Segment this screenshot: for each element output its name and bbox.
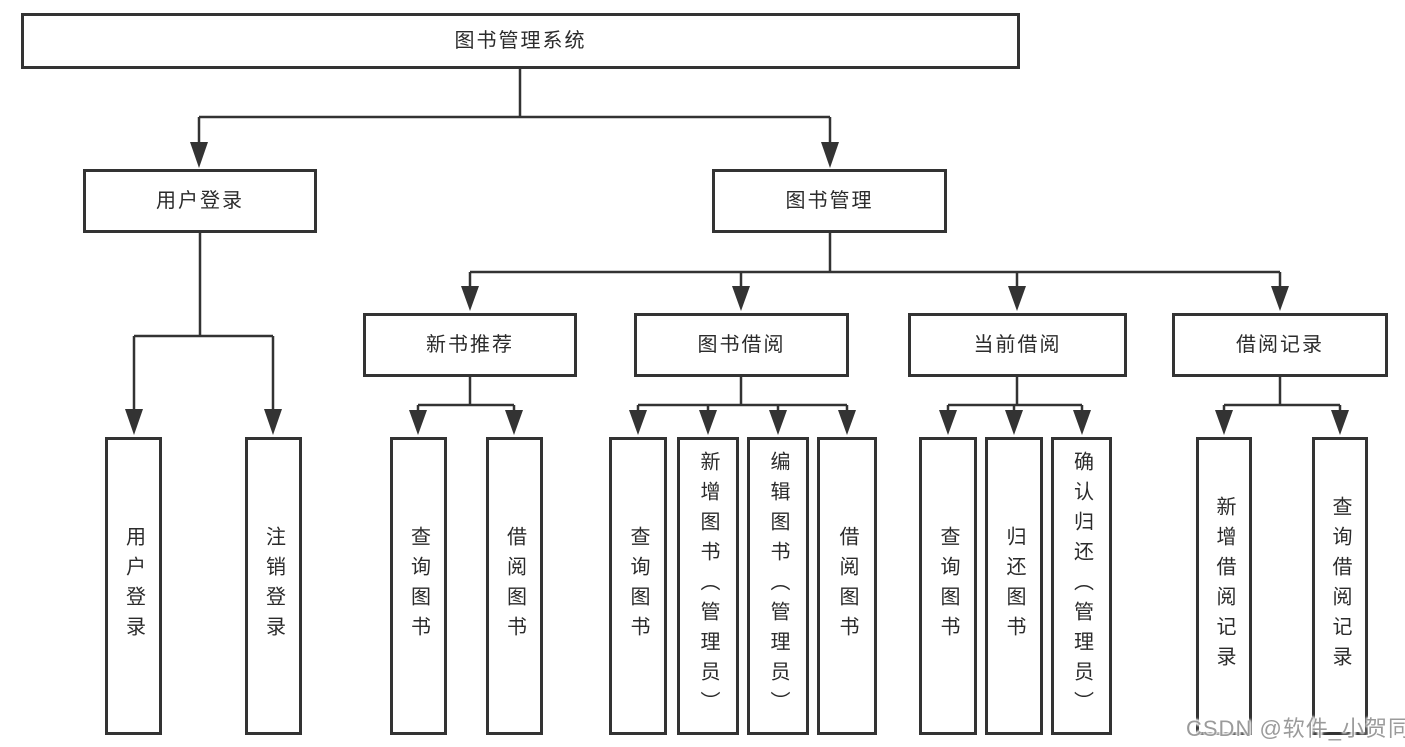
connector-root-to-level2 — [190, 69, 839, 168]
leaf-logout: 注销登录 — [245, 437, 302, 735]
node-book-management: 图书管理 — [712, 169, 947, 233]
node-new-book-recommend: 新书推荐 — [363, 313, 577, 377]
leaf-user-login: 用户登录 — [105, 437, 162, 735]
leaf-newbook-borrow-books: 借阅图书 — [486, 437, 543, 735]
leaf-records-add-record-label: 新增借阅记录 — [1213, 496, 1235, 676]
node-book-borrow: 图书借阅 — [634, 313, 849, 377]
node-borrow-records: 借阅记录 — [1172, 313, 1388, 377]
leaf-records-query-record-label: 查询借阅记录 — [1329, 496, 1351, 676]
node-borrow-records-label: 借阅记录 — [1236, 334, 1324, 356]
leaf-current-query-books: 查询图书 — [919, 437, 977, 735]
node-book-borrow-label: 图书借阅 — [697, 334, 786, 356]
connector-new-book-children — [409, 377, 523, 435]
leaf-current-confirm-return-admin: 确认归还（管理员） — [1051, 437, 1112, 735]
leaf-borrow-edit-books-admin-label: 编辑图书（管理员） — [767, 451, 789, 721]
leaf-borrow-edit-books-admin: 编辑图书（管理员） — [747, 437, 809, 735]
leaf-borrow-query-books-label: 查询图书 — [627, 526, 649, 646]
node-user-login-label: 用户登录 — [156, 190, 244, 212]
leaf-current-query-books-label: 查询图书 — [937, 526, 959, 646]
leaf-current-return-books: 归还图书 — [985, 437, 1043, 735]
leaf-user-login-label: 用户登录 — [122, 526, 145, 646]
leaf-current-return-books-label: 归还图书 — [1003, 526, 1025, 646]
node-current-borrow-label: 当前借阅 — [973, 334, 1062, 356]
connector-book-mgmt-children — [461, 233, 1289, 311]
leaf-newbook-query-books: 查询图书 — [390, 437, 447, 735]
node-current-borrow: 当前借阅 — [908, 313, 1127, 377]
csdn-watermark: CSDN @软件_小贺同学 — [1186, 716, 1405, 741]
node-library-system: 图书管理系统 — [21, 13, 1020, 69]
leaf-borrow-borrow-books-label: 借阅图书 — [836, 526, 858, 646]
leaf-current-confirm-return-admin-label: 确认归还（管理员） — [1070, 451, 1093, 721]
connector-current-borrow-children — [939, 377, 1091, 435]
connector-book-borrow-children — [629, 377, 856, 435]
leaf-borrow-query-books: 查询图书 — [609, 437, 667, 735]
connector-user-login-children — [125, 233, 282, 435]
node-library-system-label: 图书管理系统 — [454, 30, 587, 52]
leaf-borrow-add-books-admin-label: 新增图书（管理员） — [697, 451, 719, 721]
connector-records-children — [1215, 377, 1349, 435]
leaf-borrow-add-books-admin: 新增图书（管理员） — [677, 437, 739, 735]
leaf-newbook-query-books-label: 查询图书 — [407, 526, 430, 646]
leaf-records-add-record: 新增借阅记录 — [1196, 437, 1252, 735]
node-book-management-label: 图书管理 — [785, 190, 874, 212]
leaf-logout-label: 注销登录 — [262, 526, 285, 646]
node-new-book-recommend-label: 新书推荐 — [426, 334, 514, 356]
leaf-records-query-record: 查询借阅记录 — [1312, 437, 1368, 735]
leaf-borrow-borrow-books: 借阅图书 — [817, 437, 877, 735]
leaf-newbook-borrow-books-label: 借阅图书 — [503, 526, 526, 646]
node-user-login: 用户登录 — [83, 169, 317, 233]
